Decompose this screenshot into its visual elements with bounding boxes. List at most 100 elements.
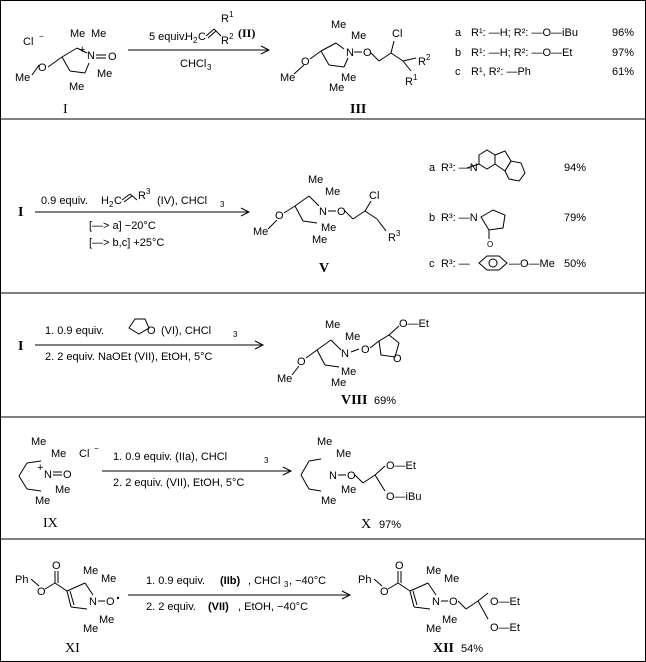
methoxy-me: Me xyxy=(253,226,268,238)
chloride-charge: − xyxy=(94,444,99,453)
arrow-5-sub: 3 xyxy=(284,580,289,589)
product-oet: O—Et xyxy=(399,318,429,330)
bond xyxy=(18,462,28,477)
arrow-5-step1-pre: 1. 0.9 equiv. xyxy=(146,575,205,587)
product-oet-2: O—Et xyxy=(490,622,520,634)
bond xyxy=(413,606,431,610)
me-label: Me xyxy=(55,484,70,496)
n-plus-charge: + xyxy=(79,44,85,56)
me-label: Me xyxy=(325,186,340,198)
bond xyxy=(402,57,417,62)
me-label: Me xyxy=(70,28,85,40)
bond xyxy=(330,339,342,351)
arrow-2-h-sub: 2 xyxy=(109,200,114,209)
arrow-3-step2: 2. 2 equiv. NaOEt (VII), EtOH, 5°C xyxy=(45,351,212,363)
bond xyxy=(350,348,360,353)
bond xyxy=(388,325,400,336)
me-label: Me xyxy=(426,623,441,635)
me-label: Me xyxy=(83,565,98,577)
me-label: Me xyxy=(35,495,50,507)
arrow-1-r1: R xyxy=(221,13,229,25)
arrow-2-sub: 3 xyxy=(220,200,225,209)
arrow-3-step1-post: (VI), CHCl xyxy=(161,325,211,337)
variant-c-text: R³: — xyxy=(441,258,470,270)
me-label: Me xyxy=(51,448,66,460)
me-label: Me xyxy=(31,436,46,448)
compound-label-V: V xyxy=(319,261,329,276)
bond xyxy=(309,50,322,60)
dihydrofuran-icon xyxy=(128,318,150,335)
bond xyxy=(320,42,337,52)
alkene-bond xyxy=(213,28,222,37)
bond xyxy=(477,592,489,602)
compound-label-I-rxn3: I xyxy=(18,339,23,354)
product-cl: Cl xyxy=(369,190,379,202)
bond xyxy=(465,600,479,610)
bond xyxy=(409,590,415,608)
o-label: O xyxy=(337,206,346,218)
arrow-1-r1-sup: 1 xyxy=(229,10,234,19)
compound-label-XI: XI xyxy=(65,641,80,656)
alkene-bond xyxy=(123,195,133,203)
o-label: O xyxy=(108,51,117,63)
product-r2: R xyxy=(418,56,426,68)
product-III-structure: Me O Me Me N O Cl R 1 R 2 Me Me xyxy=(280,19,431,94)
bond xyxy=(364,200,372,212)
compound-label-X: X xyxy=(361,517,371,532)
me-label: Me xyxy=(345,331,360,343)
me-label: Me xyxy=(426,565,441,577)
n-label: N xyxy=(432,596,440,608)
variant-c-yield: 50% xyxy=(564,258,586,270)
radical-dot xyxy=(116,596,120,600)
arrow-head xyxy=(260,45,271,55)
me-label: Me xyxy=(321,222,336,234)
reaction-5: Ph O O N O Me Me Me Me XI 1. 0.9 equi xyxy=(15,560,520,656)
arrow-2-c: C xyxy=(114,195,122,207)
arrow-4-step2: 2. 2 equiv. (VII), EtOH, 5°C xyxy=(113,477,244,489)
variant-b-yield: 79% xyxy=(564,212,586,224)
bond xyxy=(308,458,322,462)
arrow-5-step2-bold: (VII) xyxy=(208,601,229,613)
chloride: Cl xyxy=(79,448,89,460)
arrow-head xyxy=(254,340,265,350)
carbonyl-o: O xyxy=(52,560,61,572)
arrow-1-h: H xyxy=(185,31,193,43)
arrow-1-solvent-sub: 3 xyxy=(207,63,212,72)
product-r3-sup: 3 xyxy=(396,229,401,238)
n-label: N xyxy=(87,50,95,62)
variant-b-yield: 97% xyxy=(612,47,634,59)
me-label: Me xyxy=(317,436,332,448)
arrow-5-step2-pre: 2. 2 equiv. xyxy=(146,601,196,613)
me-label: Me xyxy=(329,82,344,94)
variant-c-yield: 61% xyxy=(612,66,634,78)
arrow-2-h: H xyxy=(101,195,109,207)
bond xyxy=(344,210,354,220)
arrow-2-cond-bc: [—> b,c] +25°C xyxy=(89,237,164,249)
bond xyxy=(84,582,94,596)
arrow-1-r2-sup: 2 xyxy=(229,32,234,41)
arrow-5-step1-bold: (IIb) xyxy=(220,575,240,587)
variant-c-letter: c xyxy=(429,258,435,270)
arrow-1-solvent: CHCl xyxy=(180,58,206,70)
methoxy-me: Me xyxy=(15,72,30,84)
me-label: Me xyxy=(444,573,459,585)
o-radical: O xyxy=(106,596,115,608)
variant-c-group: —O—Me xyxy=(509,258,555,270)
bond xyxy=(373,578,383,587)
bond xyxy=(402,60,412,72)
arrow-1-compound-II: (II) xyxy=(238,26,255,40)
bond xyxy=(364,210,378,220)
bond xyxy=(54,582,68,592)
bond xyxy=(457,600,467,610)
bond xyxy=(18,475,28,490)
variant-c-text: R¹, R²: —Ph xyxy=(471,66,531,78)
bond xyxy=(47,56,63,68)
bond xyxy=(76,47,88,54)
me-label: Me xyxy=(442,614,457,626)
bond xyxy=(300,474,310,490)
chloride-charge: − xyxy=(39,32,44,41)
bond xyxy=(390,40,395,54)
phenyl-icon xyxy=(478,255,508,271)
bond xyxy=(294,205,304,222)
